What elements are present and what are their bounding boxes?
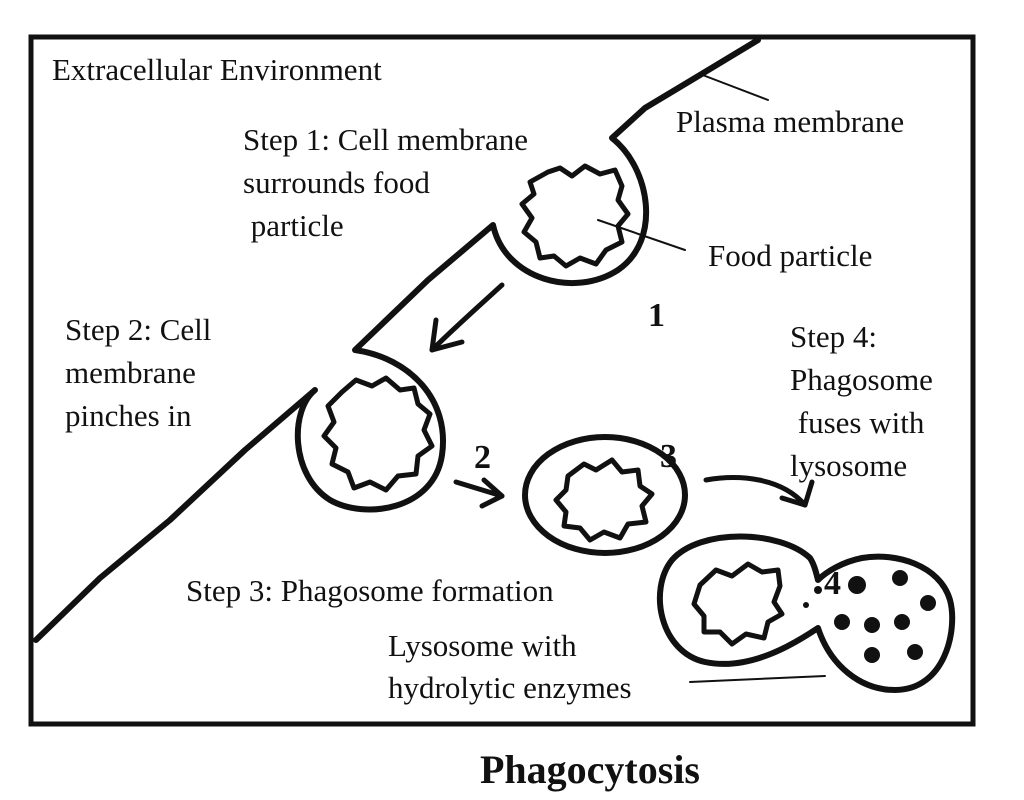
step-number-3: 3 [660, 438, 677, 475]
enzyme-dot [864, 647, 880, 663]
plasma-membrane-label: Plasma membrane [676, 104, 904, 139]
step-number-4: 4 [824, 565, 841, 602]
enzyme-dot [894, 614, 910, 630]
enzyme-dot [803, 602, 809, 608]
food-particle-phagosome [553, 457, 655, 543]
enzyme-dot [920, 595, 936, 611]
step2-label-line2: membrane [65, 355, 196, 390]
step3-label: Step 3: Phagosome formation [186, 573, 554, 608]
environment-label: Extracellular Environment [52, 52, 382, 87]
step2-label-line1: Step 2: Cell [65, 312, 211, 347]
diagram-title: Phagocytosis [480, 747, 700, 792]
hydrolytic-enzymes [803, 570, 936, 663]
food-particle-label: Food particle [708, 238, 872, 273]
enzyme-dot [848, 576, 866, 594]
step4-label-line2: Phagosome [790, 362, 933, 397]
leader-plasma-membrane [699, 73, 769, 101]
step4-label-line1: Step 4: [790, 319, 877, 354]
step-number-1: 1 [648, 297, 665, 334]
diagram-frame [28, 34, 976, 727]
step4-label-line3: fuses with [790, 405, 925, 440]
plasma-membrane-line [33, 37, 761, 643]
arrow-step2-to-step3 [453, 477, 505, 509]
step1-label-line3: particle [243, 208, 344, 243]
food-particle-step2 [321, 375, 435, 493]
step4-label-line4: lysosome [790, 448, 907, 483]
leader-food-particle [597, 219, 686, 251]
step1-label-line2: surrounds food [243, 165, 430, 200]
enzyme-dot [834, 614, 850, 630]
food-particle-step1 [519, 163, 631, 269]
phagolysosome [656, 533, 956, 693]
step1-label-line1: Step 1: Cell membrane [243, 122, 528, 157]
lysosome-label-line2: hydrolytic enzymes [388, 670, 632, 705]
step-number-2: 2 [474, 439, 491, 476]
food-particle-fused [691, 561, 785, 647]
step2-label-line3: pinches in [65, 398, 192, 433]
lysosome-label-line1: Lysosome with [388, 628, 577, 663]
arrow-step3-to-step4 [703, 475, 815, 508]
enzyme-dot [892, 570, 908, 586]
enzyme-dot [907, 644, 923, 660]
leader-lysosome [689, 675, 826, 683]
enzyme-dot [814, 586, 822, 594]
enzyme-dot [864, 617, 880, 633]
arrow-step1-to-step2 [429, 282, 505, 353]
